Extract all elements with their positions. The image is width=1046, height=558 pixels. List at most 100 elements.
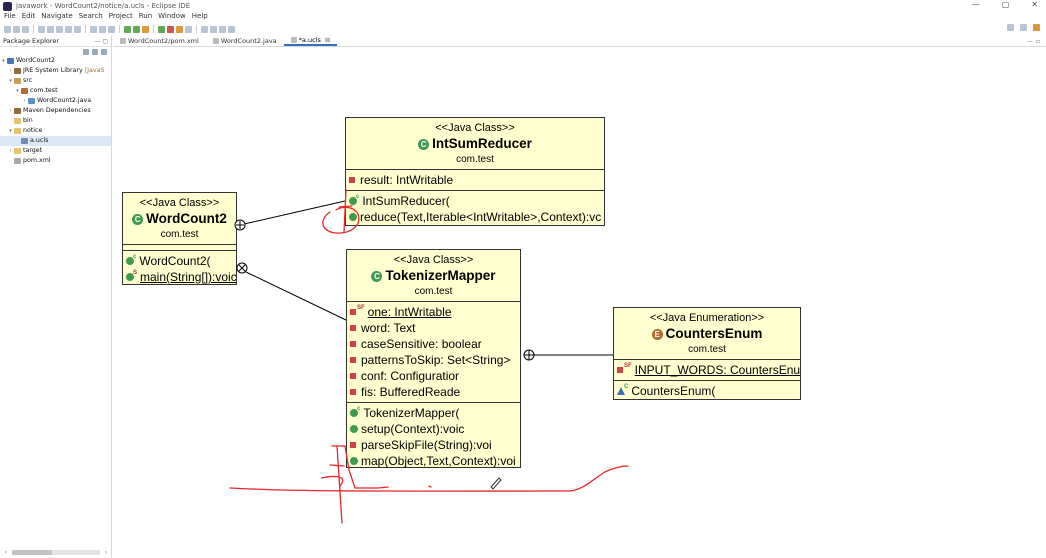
private-field-icon [350, 325, 356, 331]
expand-icon[interactable]: ▾ [16, 88, 19, 94]
suspend-icon[interactable] [65, 25, 72, 33]
package-explorer-label: Package Explorer [3, 37, 60, 45]
run-icon[interactable] [133, 25, 140, 33]
tree-item-jre[interactable]: › JRE System Library [JavaS [0, 66, 111, 76]
new-icon[interactable] [4, 25, 11, 33]
step-into-icon[interactable] [90, 25, 97, 33]
debug-icon[interactable] [124, 25, 131, 33]
external-tools-icon[interactable] [142, 25, 149, 33]
horizontal-scrollbar[interactable]: ‹ › [2, 548, 110, 556]
step-return-icon[interactable] [108, 25, 115, 33]
tab-pom-xml[interactable]: WordCount2/pom.xml [113, 36, 206, 46]
menu-project[interactable]: Project [108, 12, 133, 20]
perspective-icon[interactable] [1020, 24, 1027, 31]
method-item[interactable]: parseSkipFile(String):voi [350, 437, 520, 453]
method-item[interactable]: reduce(Text,Iterable<IntWritable>,Contex… [349, 209, 604, 225]
tree-item-src[interactable]: ▾ src [0, 76, 111, 86]
field-item[interactable]: word: Text [350, 320, 520, 336]
expand-icon[interactable]: ▾ [9, 78, 12, 84]
method-item[interactable]: c WordCount2( [126, 253, 236, 269]
tree-item-label: WordCount2.java [37, 97, 92, 104]
back-icon[interactable] [219, 25, 226, 33]
expand-icon[interactable]: ▾ [9, 128, 12, 134]
new-class-icon[interactable] [158, 25, 165, 33]
menu-window[interactable]: Window [158, 12, 186, 20]
tree-item-maven[interactable]: › Maven Dependencies [0, 106, 111, 116]
save-icon[interactable] [13, 25, 20, 33]
field-item[interactable]: conf: Configuratior [350, 368, 520, 384]
field-item[interactable]: caseSensitive: boolear [350, 336, 520, 352]
field-item[interactable]: result: IntWritable [349, 172, 604, 188]
tree-item-package[interactable]: ▾ com.test [0, 86, 111, 96]
method-item[interactable]: map(Object,Text,Context):voi [350, 453, 520, 469]
class-box-countersenum[interactable]: <<Java Enumeration>> E CountersEnum com.… [613, 307, 801, 400]
scrollbar-track[interactable] [12, 549, 100, 555]
close-tab-icon[interactable]: ⊠ [324, 36, 331, 44]
tree-item-bin[interactable]: bin [0, 116, 111, 126]
terminate-icon[interactable] [74, 25, 81, 33]
menu-run[interactable]: Run [138, 12, 153, 20]
method-item[interactable]: c TokenizerMapper( [350, 405, 520, 421]
method-item[interactable]: setup(Context):voic [350, 421, 520, 437]
close-button[interactable]: ✕ [1031, 0, 1038, 9]
menu-file[interactable]: File [4, 12, 16, 20]
scroll-left-icon[interactable]: ‹ [4, 548, 8, 556]
maximize-button[interactable]: ▢ [1001, 0, 1010, 9]
save-all-icon[interactable] [22, 25, 29, 33]
new-package-icon[interactable] [167, 25, 174, 33]
menu-search[interactable]: Search [78, 12, 103, 20]
class-box-wordcount2[interactable]: <<Java Class>> C WordCount2 com.test c W… [122, 192, 237, 285]
package-explorer-tab[interactable]: Package Explorer — ▢ [0, 36, 111, 47]
tree-item-target[interactable]: › target [0, 146, 111, 156]
private-method-icon [350, 442, 356, 448]
field-item[interactable]: fis: BufferedReade [350, 384, 520, 400]
step-over-icon[interactable] [99, 25, 106, 33]
menu-navigate[interactable]: Navigate [41, 12, 73, 20]
expand-icon[interactable]: ▾ [2, 58, 5, 64]
terminal-icon[interactable] [38, 25, 45, 33]
minimize-button[interactable]: — [971, 0, 980, 9]
tab-a-ucls[interactable]: *a.ucls ⊠ [283, 36, 338, 46]
menu-edit[interactable]: Edit [21, 12, 36, 20]
tree-item-java-file[interactable]: › WordCount2.java [0, 96, 111, 106]
java-perspective-icon[interactable] [1033, 24, 1040, 31]
collapse-icon[interactable]: › [23, 98, 26, 104]
tree-item-label: a.ucls [30, 137, 49, 144]
maximize-icon[interactable]: ▫ [1035, 37, 1040, 45]
open-type-icon[interactable] [176, 25, 183, 33]
menu-help[interactable]: Help [191, 12, 208, 20]
resume-icon[interactable] [56, 25, 63, 33]
collapse-icon[interactable]: › [9, 148, 12, 154]
stereotype-label: <<Java Class>> [435, 122, 515, 134]
method-item[interactable]: C CountersEnum( [617, 383, 800, 399]
class-box-intsumreducer[interactable]: <<Java Class>> C IntSumReducer com.test … [345, 117, 605, 226]
tab-wordcount2-java[interactable]: WordCount2.java [206, 36, 284, 46]
scrollbar-thumb[interactable] [12, 549, 52, 555]
previous-annotation-icon[interactable] [210, 25, 217, 33]
tree-item-project[interactable]: ▾ WordCount2 [0, 56, 111, 66]
field-item[interactable]: SF one: IntWritable [350, 304, 520, 320]
tree-item-pom[interactable]: pom.xml [0, 156, 111, 166]
minimize-maximize-icon[interactable]: — ▢ [94, 37, 108, 45]
method-item[interactable]: S main(String[]):voic [126, 269, 236, 285]
collapse-all-icon[interactable] [83, 48, 89, 55]
scroll-right-icon[interactable]: › [104, 548, 108, 556]
search-tool-icon[interactable] [185, 25, 192, 33]
tree-item-notice[interactable]: ▾ notice [0, 126, 111, 136]
library-icon [14, 108, 21, 114]
collapse-icon[interactable]: › [9, 68, 12, 74]
skip-breakpoints-icon[interactable] [47, 25, 54, 33]
search-icon[interactable] [1007, 24, 1014, 31]
field-item[interactable]: SF INPUT_WORDS: CountersEnur [617, 362, 800, 378]
class-box-tokenizermapper[interactable]: <<Java Class>> C TokenizerMapper com.tes… [346, 249, 521, 468]
view-menu-icon[interactable] [101, 48, 107, 55]
toolbar-separator [119, 25, 120, 33]
collapse-icon[interactable]: › [9, 108, 12, 114]
link-editor-icon[interactable] [92, 48, 98, 55]
next-annotation-icon[interactable] [201, 25, 208, 33]
tree-item-ucls[interactable]: a.ucls [0, 136, 111, 146]
minimize-icon[interactable]: — [1026, 37, 1033, 45]
method-item[interactable]: c IntSumReducer( [349, 193, 604, 209]
field-item[interactable]: patternsToSkip: Set<String> [350, 352, 520, 368]
forward-icon[interactable] [228, 25, 235, 33]
